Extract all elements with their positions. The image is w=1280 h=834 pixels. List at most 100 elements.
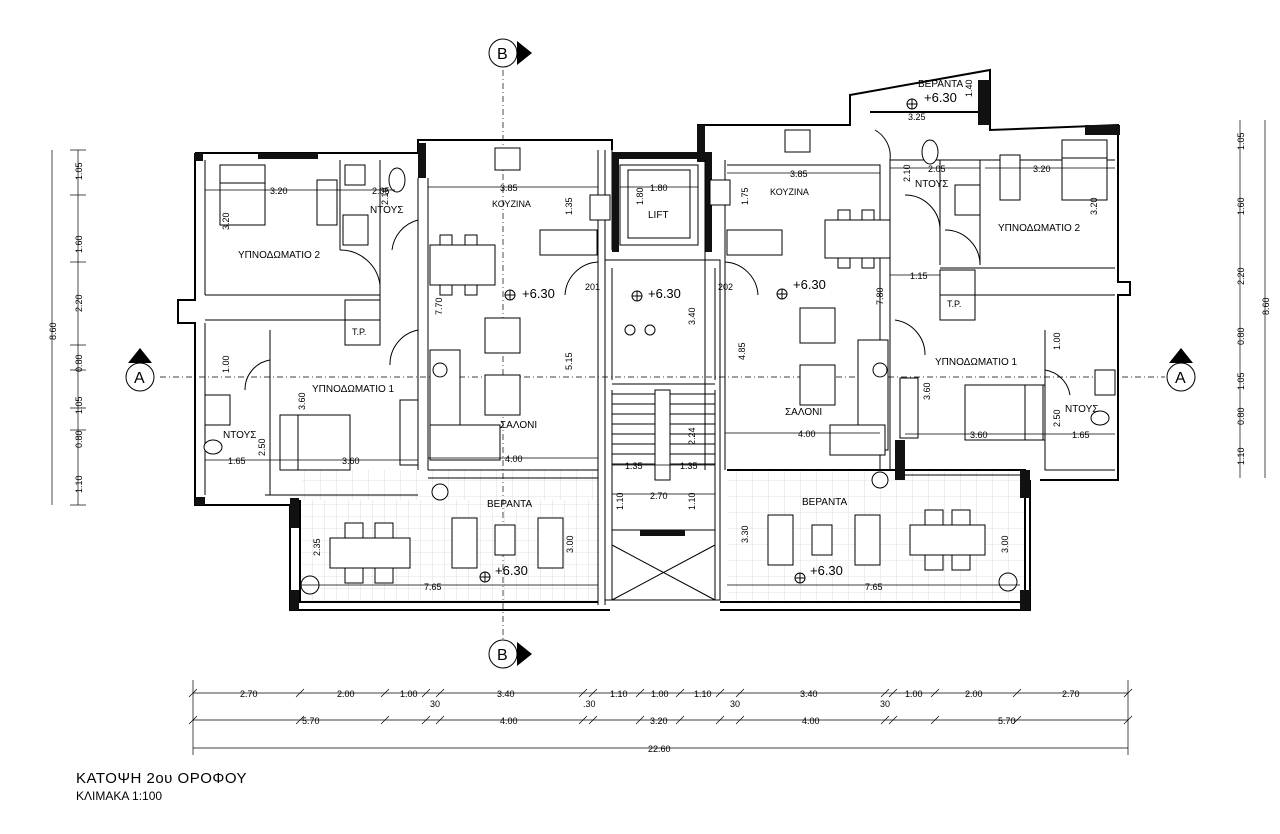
svg-text:1.10: 1.10: [615, 492, 625, 510]
svg-text:1.60: 1.60: [74, 235, 84, 253]
dimension-tick: [880, 688, 890, 698]
dimension-tick: [635, 715, 645, 725]
svg-text:1.05: 1.05: [1236, 132, 1246, 150]
svg-text:0.80: 0.80: [1236, 407, 1246, 425]
svg-text:2.20: 2.20: [74, 294, 84, 312]
svg-text:1.35: 1.35: [564, 197, 574, 215]
right-dimension-chain: 1.05 1.60 2.20 0.80 1.05 0.80 1.10 8.60: [1236, 120, 1271, 478]
svg-text:7.70: 7.70: [434, 297, 444, 315]
svg-text:1.05: 1.05: [1236, 372, 1246, 390]
svg-text:4.00: 4.00: [798, 429, 816, 439]
dimension-tick: [930, 715, 940, 725]
dimension-tick: [715, 688, 725, 698]
dimension-tick: [295, 688, 305, 698]
dimension-tick: [421, 715, 431, 725]
svg-text:1.10: 1.10: [610, 689, 628, 699]
room-label: ΥΠΝΟΔΩΜΑΤΙΟ 2: [998, 223, 1081, 234]
dimension-tick: [435, 715, 445, 725]
room-label: ΚΟΥΖΙΝΑ: [770, 187, 809, 197]
svg-text:3.00: 3.00: [1000, 535, 1010, 553]
bottom-dimension-chains: 2.70 2.00 1.00 3.40 1.10 1.00 1.10 3.40 …: [188, 680, 1133, 755]
svg-text:2.70: 2.70: [240, 689, 258, 699]
svg-text:1.40: 1.40: [964, 79, 974, 97]
svg-text:3.20: 3.20: [1089, 197, 1099, 215]
room-label: ΝΤΟΥΣ: [915, 179, 948, 190]
svg-text:1.35: 1.35: [625, 461, 643, 471]
level-value: +6.30: [810, 563, 843, 578]
dimension-tick: [421, 688, 431, 698]
room-label: ΣΑΛΟΝΙ: [500, 420, 537, 431]
drawing-scale: ΚΛΙΜΑΚΑ 1:100: [76, 789, 163, 803]
level-value: +6.30: [522, 286, 555, 301]
section-marker-top: B: [488, 38, 532, 68]
svg-text:5.15: 5.15: [564, 352, 574, 370]
door-swings: [244, 129, 1071, 396]
svg-text:1.35: 1.35: [680, 461, 698, 471]
inner-dimensions: 3.20 2.05 3.85 1.80 3.85 2.05 3.20 3.60 …: [205, 164, 1115, 592]
svg-text:2.00: 2.00: [965, 689, 983, 699]
svg-text:7.65: 7.65: [865, 582, 883, 592]
dimension-tick: [675, 688, 685, 698]
svg-text:1.10: 1.10: [74, 475, 84, 493]
svg-text:B: B: [497, 647, 508, 664]
svg-text:1.75: 1.75: [740, 187, 750, 205]
svg-text:1.00: 1.00: [1052, 332, 1062, 350]
veranda-top: [849, 80, 990, 125]
dimension-tick: [888, 688, 898, 698]
svg-text:30: 30: [730, 699, 740, 709]
section-marker-left: A: [125, 348, 155, 392]
svg-text:1.80: 1.80: [650, 183, 668, 193]
dimension-tick: [1123, 688, 1133, 698]
svg-text:2.70: 2.70: [650, 491, 668, 501]
room-labels: ΥΠΝΟΔΩΜΑΤΙΟ 2 ΥΠΝΟΔΩΜΑΤΙΟ 1 ΝΤΟΥΣ ΝΤΟΥΣ …: [223, 79, 1098, 510]
appliance-tag: Τ.Ρ.: [352, 327, 366, 337]
svg-text:2.50: 2.50: [257, 438, 267, 456]
room-label: ΥΠΝΟΔΩΜΑΤΙΟ 1: [935, 357, 1018, 368]
drawing-caption: ΚΑΤΟΨΗ 2ου ΟΡΟΦΟΥ ΚΛΙΜΑΚΑ 1:100: [76, 770, 247, 803]
dimension-tick: [715, 715, 725, 725]
svg-text:3.60: 3.60: [297, 392, 307, 410]
left-apartment-walls: [177, 139, 613, 611]
svg-text:3.20: 3.20: [650, 716, 668, 726]
room-label: ΒΕΡΑΝΤΑ: [802, 497, 848, 508]
svg-text:3.40: 3.40: [687, 307, 697, 325]
svg-text:1.15: 1.15: [910, 271, 928, 281]
left-dimension-chain: 1.05 1.60 2.20 0.80 1.05 0.80 1.10 8.60: [48, 149, 86, 506]
svg-text:1.80: 1.80: [635, 187, 645, 205]
room-label: ΝΤΟΥΣ: [370, 205, 403, 216]
unit-number: 201: [585, 282, 600, 292]
svg-text:1.05: 1.05: [74, 162, 84, 180]
svg-text:0.80: 0.80: [1236, 327, 1246, 345]
svg-text:2.10: 2.10: [902, 164, 912, 182]
svg-text:1.00: 1.00: [400, 689, 418, 699]
room-label: ΝΤΟΥΣ: [223, 430, 256, 441]
room-label: ΥΠΝΟΔΩΜΑΤΙΟ 2: [238, 250, 321, 261]
svg-text:1.00: 1.00: [221, 355, 231, 373]
dimension-tick: [578, 688, 588, 698]
svg-text:1.65: 1.65: [228, 456, 246, 466]
room-label: ΒΕΡΑΝΤΑ: [918, 79, 964, 90]
svg-text:1.60: 1.60: [1236, 197, 1246, 215]
dimension-tick: [675, 715, 685, 725]
svg-text:22.60: 22.60: [648, 744, 671, 754]
section-marker-right: A: [1166, 348, 1196, 392]
drawing-title: ΚΑΤΟΨΗ 2ου ΟΡΟΦΟΥ: [76, 770, 248, 787]
svg-text:3.25: 3.25: [908, 112, 926, 122]
svg-text:3.60: 3.60: [970, 430, 988, 440]
svg-text:3.40: 3.40: [800, 689, 818, 699]
svg-text:3.60: 3.60: [922, 382, 932, 400]
svg-text:A: A: [1175, 370, 1186, 387]
room-label: ΝΤΟΥΣ: [1065, 404, 1098, 415]
svg-text:2.05: 2.05: [928, 164, 946, 174]
svg-text:2.70: 2.70: [1062, 689, 1080, 699]
svg-text:3.00: 3.00: [565, 535, 575, 553]
level-value: +6.30: [924, 90, 957, 105]
dimension-tick: [735, 715, 745, 725]
dimension-tick: [588, 715, 598, 725]
level-value: +6.30: [793, 277, 826, 292]
svg-text:.30: .30: [583, 699, 596, 709]
svg-text:2.10: 2.10: [380, 187, 390, 205]
dimension-tick: [295, 715, 305, 725]
inner-dimensions-vertical: 3.20 2.10 1.35 1.80 1.75 2.10 3.20 7.70 …: [221, 79, 1099, 556]
